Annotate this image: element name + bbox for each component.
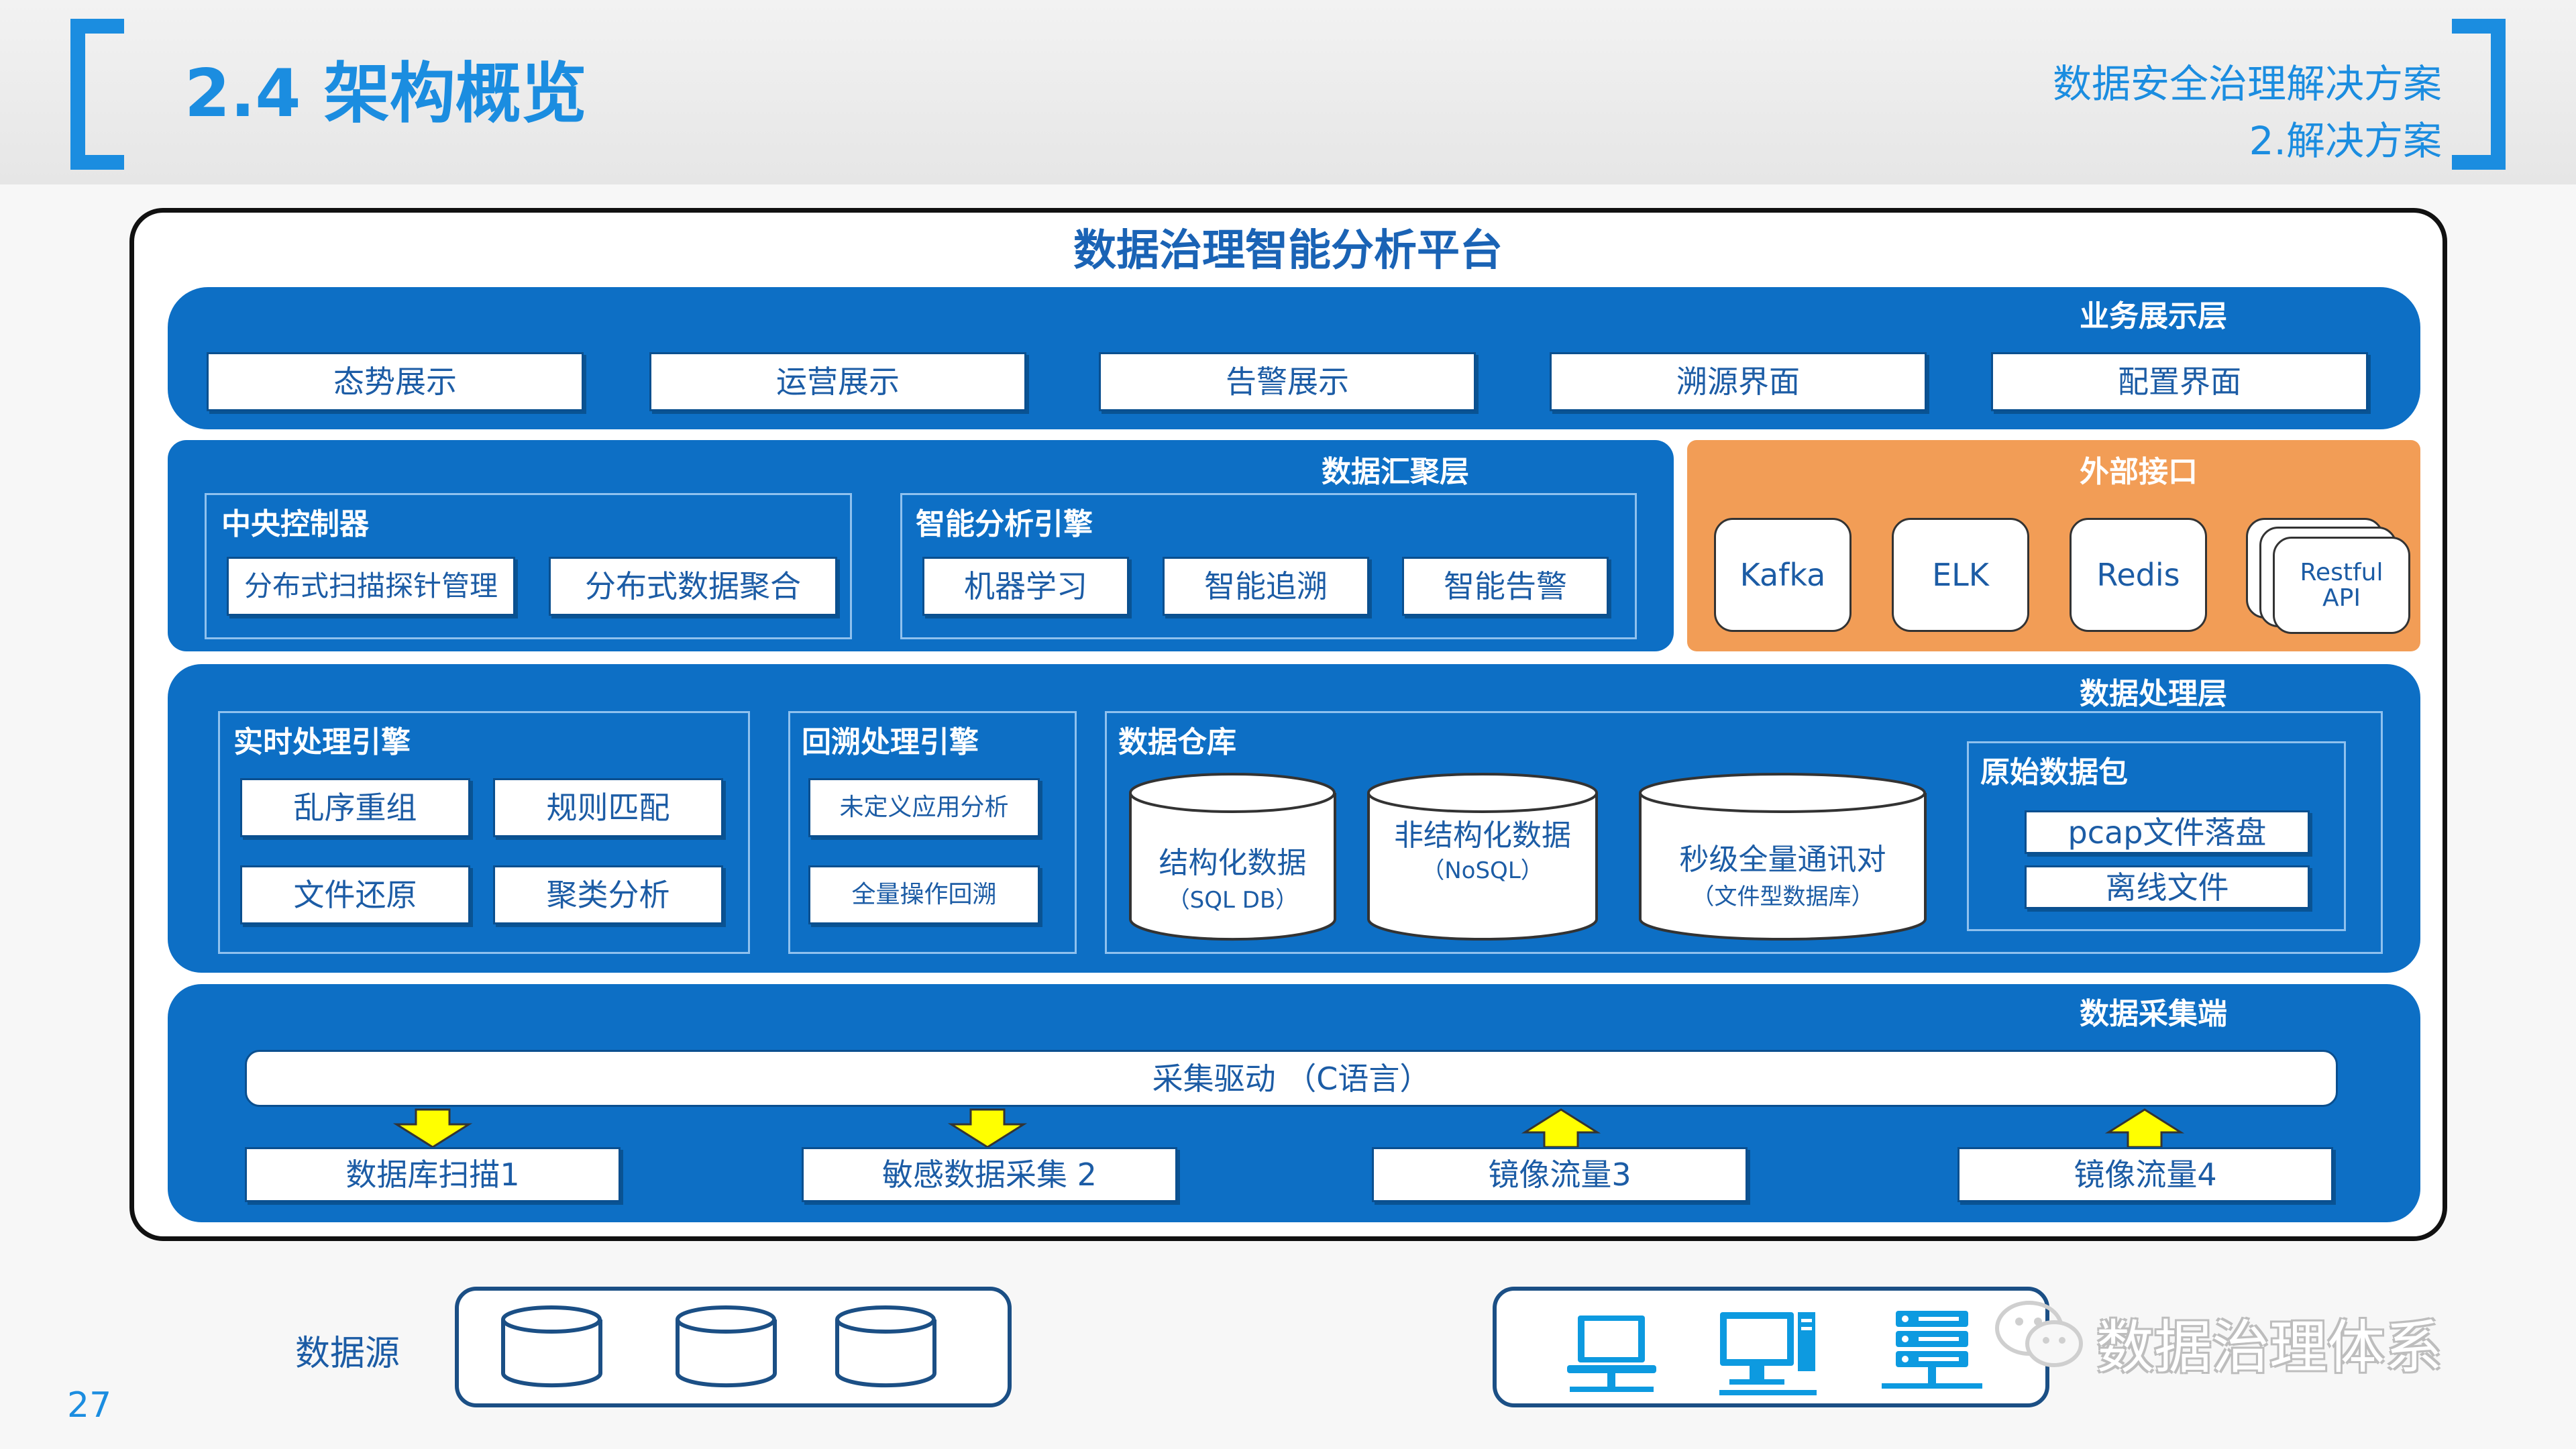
collector-mirror-3[interactable]: 镜像流量3	[1372, 1147, 1748, 1202]
cluster-analysis[interactable]: 聚类分析	[493, 865, 723, 924]
backtrack-engine-group	[788, 711, 1077, 954]
comm-pairs-sub: （文件型数据库）	[1691, 883, 1874, 910]
laptop-icon	[1567, 1316, 1656, 1392]
sql-db-sub: （SQL DB）	[1167, 887, 1299, 914]
collection-layer-title: 数据采集端	[2080, 997, 2227, 1031]
processing-layer-title: 数据处理层	[2080, 677, 2227, 711]
sql-db-name: 结构化数据	[1159, 846, 1307, 880]
full-operation-backtrack[interactable]: 全量操作回溯	[808, 865, 1040, 924]
analysis-engine-group	[900, 493, 1637, 639]
reorder-reassembly[interactable]: 乱序重组	[240, 778, 470, 837]
subtitle-line1: 数据安全治理解决方案	[2052, 61, 2442, 107]
database-icon-2	[676, 1305, 777, 1388]
backtrack-engine-title: 回溯处理引擎	[802, 725, 979, 759]
smart-alarm[interactable]: 智能告警	[1402, 557, 1609, 616]
cylinder-comm-pairs	[1639, 773, 1927, 941]
pcap-file-storage[interactable]: pcap文件落盘	[2025, 810, 2310, 854]
redis-interface[interactable]: Redis	[2070, 518, 2207, 632]
data-source-label: 数据源	[295, 1334, 400, 1374]
central-controller-title: 中央控制器	[221, 507, 369, 541]
subtitle-line2: 2.解决方案	[2249, 118, 2442, 164]
business-item-alarm[interactable]: 告警展示	[1099, 352, 1476, 411]
platform-title: 数据治理智能分析平台	[1073, 226, 1503, 276]
offline-file[interactable]: 离线文件	[2025, 865, 2310, 909]
database-icon-3	[835, 1305, 936, 1388]
aggregation-layer	[168, 440, 1674, 651]
elk-interface[interactable]: ELK	[1892, 518, 2029, 632]
comm-pairs-label: 秒级全量通讯对 （文件型数据库）	[1637, 835, 1929, 911]
business-item-situation[interactable]: 态势展示	[207, 352, 584, 411]
raw-packets-group	[1967, 741, 2346, 931]
database-icon-1	[501, 1305, 602, 1388]
rule-matching[interactable]: 规则匹配	[493, 778, 723, 837]
aggregation-layer-title: 数据汇聚层	[1322, 455, 1469, 489]
analysis-engine-title: 智能分析引擎	[916, 507, 1093, 541]
collector-db-scan[interactable]: 数据库扫描1	[245, 1147, 621, 1202]
sql-db-label: 结构化数据 （SQL DB）	[1127, 839, 1338, 914]
left-bracket	[70, 19, 124, 170]
central-controller-group	[205, 493, 852, 639]
raw-packets-title: 原始数据包	[1980, 755, 2128, 790]
business-item-config[interactable]: 配置界面	[1991, 352, 2368, 411]
arrow-down-2	[947, 1108, 1028, 1148]
undefined-app-analysis[interactable]: 未定义应用分析	[808, 778, 1040, 837]
desktop-icon	[1719, 1312, 1817, 1395]
restful-api-interface[interactable]: Restful API	[2273, 537, 2410, 634]
nosql-label: 非结构化数据 （NoSQL）	[1382, 818, 1583, 885]
data-warehouse-title: 数据仓库	[1118, 725, 1236, 759]
probe-management[interactable]: 分布式扫描探针管理	[227, 557, 515, 616]
realtime-engine-title: 实时处理引擎	[233, 725, 411, 759]
slide-title: 2.4 架构概览	[184, 56, 587, 132]
page-number: 27	[67, 1385, 112, 1426]
right-bracket	[2452, 19, 2506, 170]
data-warehouse-group	[1105, 711, 2383, 954]
external-interface-title: 外部接口	[2080, 455, 2198, 489]
smart-trace[interactable]: 智能追溯	[1163, 557, 1369, 616]
kafka-interface[interactable]: Kafka	[1714, 518, 1851, 632]
cylinder-sql	[1129, 773, 1336, 941]
slide-header	[0, 0, 2576, 184]
machine-learning[interactable]: 机器学习	[922, 557, 1129, 616]
arrow-up-3	[1521, 1108, 1601, 1148]
business-layer-title: 业务展示层	[2080, 299, 2227, 333]
realtime-engine-group	[218, 711, 750, 954]
collector-sensitive-data[interactable]: 敏感数据采集 2	[802, 1147, 1177, 1202]
nosql-name: 非结构化数据	[1394, 818, 1571, 853]
data-aggregation[interactable]: 分布式数据聚合	[549, 557, 837, 616]
watermark-text: 数据治理体系	[2096, 1314, 2443, 1381]
collection-driver[interactable]: 采集驱动 （C语言）	[245, 1050, 2338, 1107]
comm-pairs-name: 秒级全量通讯对	[1679, 843, 1886, 877]
arrow-up-4	[2104, 1108, 2185, 1148]
server-icon	[1882, 1311, 1982, 1389]
arrow-down-1	[392, 1108, 473, 1148]
wechat-icon	[1995, 1301, 2083, 1367]
file-restore[interactable]: 文件还原	[240, 865, 470, 924]
collector-mirror-4[interactable]: 镜像流量4	[1957, 1147, 2333, 1202]
business-item-traceability[interactable]: 溯源界面	[1550, 352, 1927, 411]
cylinder-nosql	[1367, 773, 1598, 941]
nosql-sub: （NoSQL）	[1421, 857, 1544, 885]
business-item-operation[interactable]: 运营展示	[649, 352, 1026, 411]
